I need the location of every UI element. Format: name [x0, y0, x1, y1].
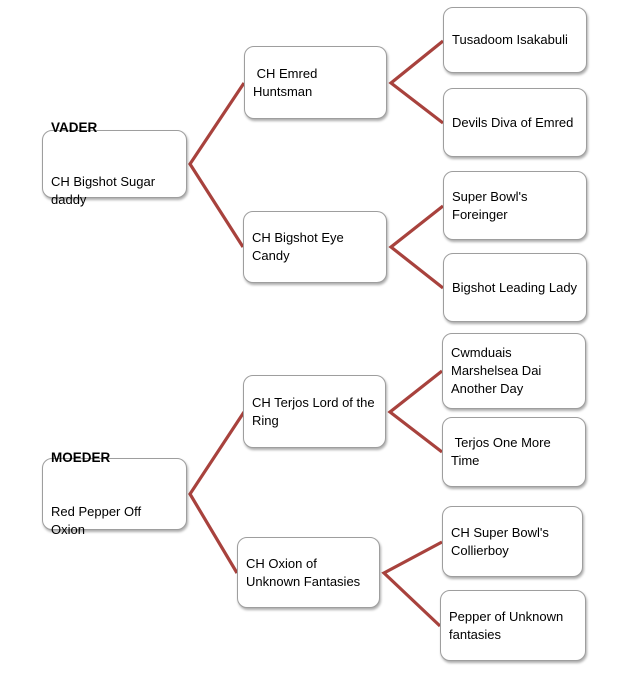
- node-tusadoom-isakabuli: Tusadoom Isakabuli: [443, 7, 587, 73]
- node-ch-super-bowls-collierboy: CH Super Bowl's Collierboy: [442, 506, 583, 577]
- node-ch-oxion-of-unknown-fantasies: CH Oxion of Unknown Fantasies: [237, 537, 380, 608]
- node-moeder-role-label: MOEDER: [51, 450, 111, 465]
- connector-eyecandy-parents: [388, 204, 444, 290]
- connector-emred-parents: [388, 39, 445, 125]
- node-bigshot-leading-lady: Bigshot Leading Lady: [443, 253, 587, 322]
- connector-vader-parents: [188, 82, 246, 248]
- node-ch-bigshot-eye-candy: CH Bigshot Eye Candy: [243, 211, 387, 283]
- node-pepper-of-unknown-fantasies: Pepper of Unknown fantasies: [440, 590, 586, 661]
- node-vader-role-label: VADER: [51, 120, 98, 135]
- node-vader-dog-name: CH Bigshot Sugar daddy: [51, 174, 156, 207]
- node-ch-emred-huntsman-name: CH Emred Huntsman: [253, 65, 318, 99]
- node-ch-terjos-lord-of-the-ring: CH Terjos Lord of the Ring: [243, 375, 386, 448]
- node-bigshot-leading-lady-name: Bigshot Leading Lady: [452, 279, 578, 295]
- node-cwmduais-marshelsea-dai-another-day: Cwmduais Marshelsea Dai Another Day: [442, 333, 586, 409]
- node-cwmduais-marshelsea-dai-another-day-name: Cwmduais Marshelsea Dai Another Day: [451, 345, 542, 396]
- node-moeder-dog-name: Red Pepper Off Oxion: [51, 504, 142, 537]
- node-devils-diva-of-emred-name: Devils Diva of Emred: [452, 114, 574, 130]
- node-ch-oxion-of-unknown-fantasies-name: CH Oxion of Unknown Fantasies: [246, 555, 361, 589]
- node-ch-emred-huntsman: CH Emred Huntsman: [244, 46, 387, 119]
- node-moeder: MOEDER Red Pepper Off Oxion: [42, 450, 187, 537]
- connector-oxion-parents: [381, 540, 443, 628]
- connector-moeder-parents: [188, 411, 246, 574]
- node-tusadoom-isakabuli-name: Tusadoom Isakabuli: [452, 32, 568, 47]
- node-super-bowls-foreinger-name: Super Bowl's Foreinger: [452, 188, 528, 222]
- node-ch-bigshot-eye-candy-name: CH Bigshot Eye Candy: [252, 230, 344, 263]
- node-terjos-one-more-time-name: Terjos One More Time: [451, 435, 551, 468]
- node-devils-diva-of-emred: Devils Diva of Emred: [443, 88, 587, 157]
- node-vader: VADER CH Bigshot Sugar daddy: [42, 120, 187, 207]
- node-pepper-of-unknown-fantasies-name: Pepper of Unknown fantasies: [449, 608, 564, 642]
- connector-terjos-parents: [387, 369, 443, 454]
- node-ch-super-bowls-collierboy-name: CH Super Bowl's Collierboy: [451, 524, 549, 558]
- node-terjos-one-more-time: Terjos One More Time: [442, 417, 586, 487]
- node-ch-terjos-lord-of-the-ring-name: CH Terjos Lord of the Ring: [252, 394, 375, 428]
- node-super-bowls-foreinger: Super Bowl's Foreinger: [443, 171, 587, 240]
